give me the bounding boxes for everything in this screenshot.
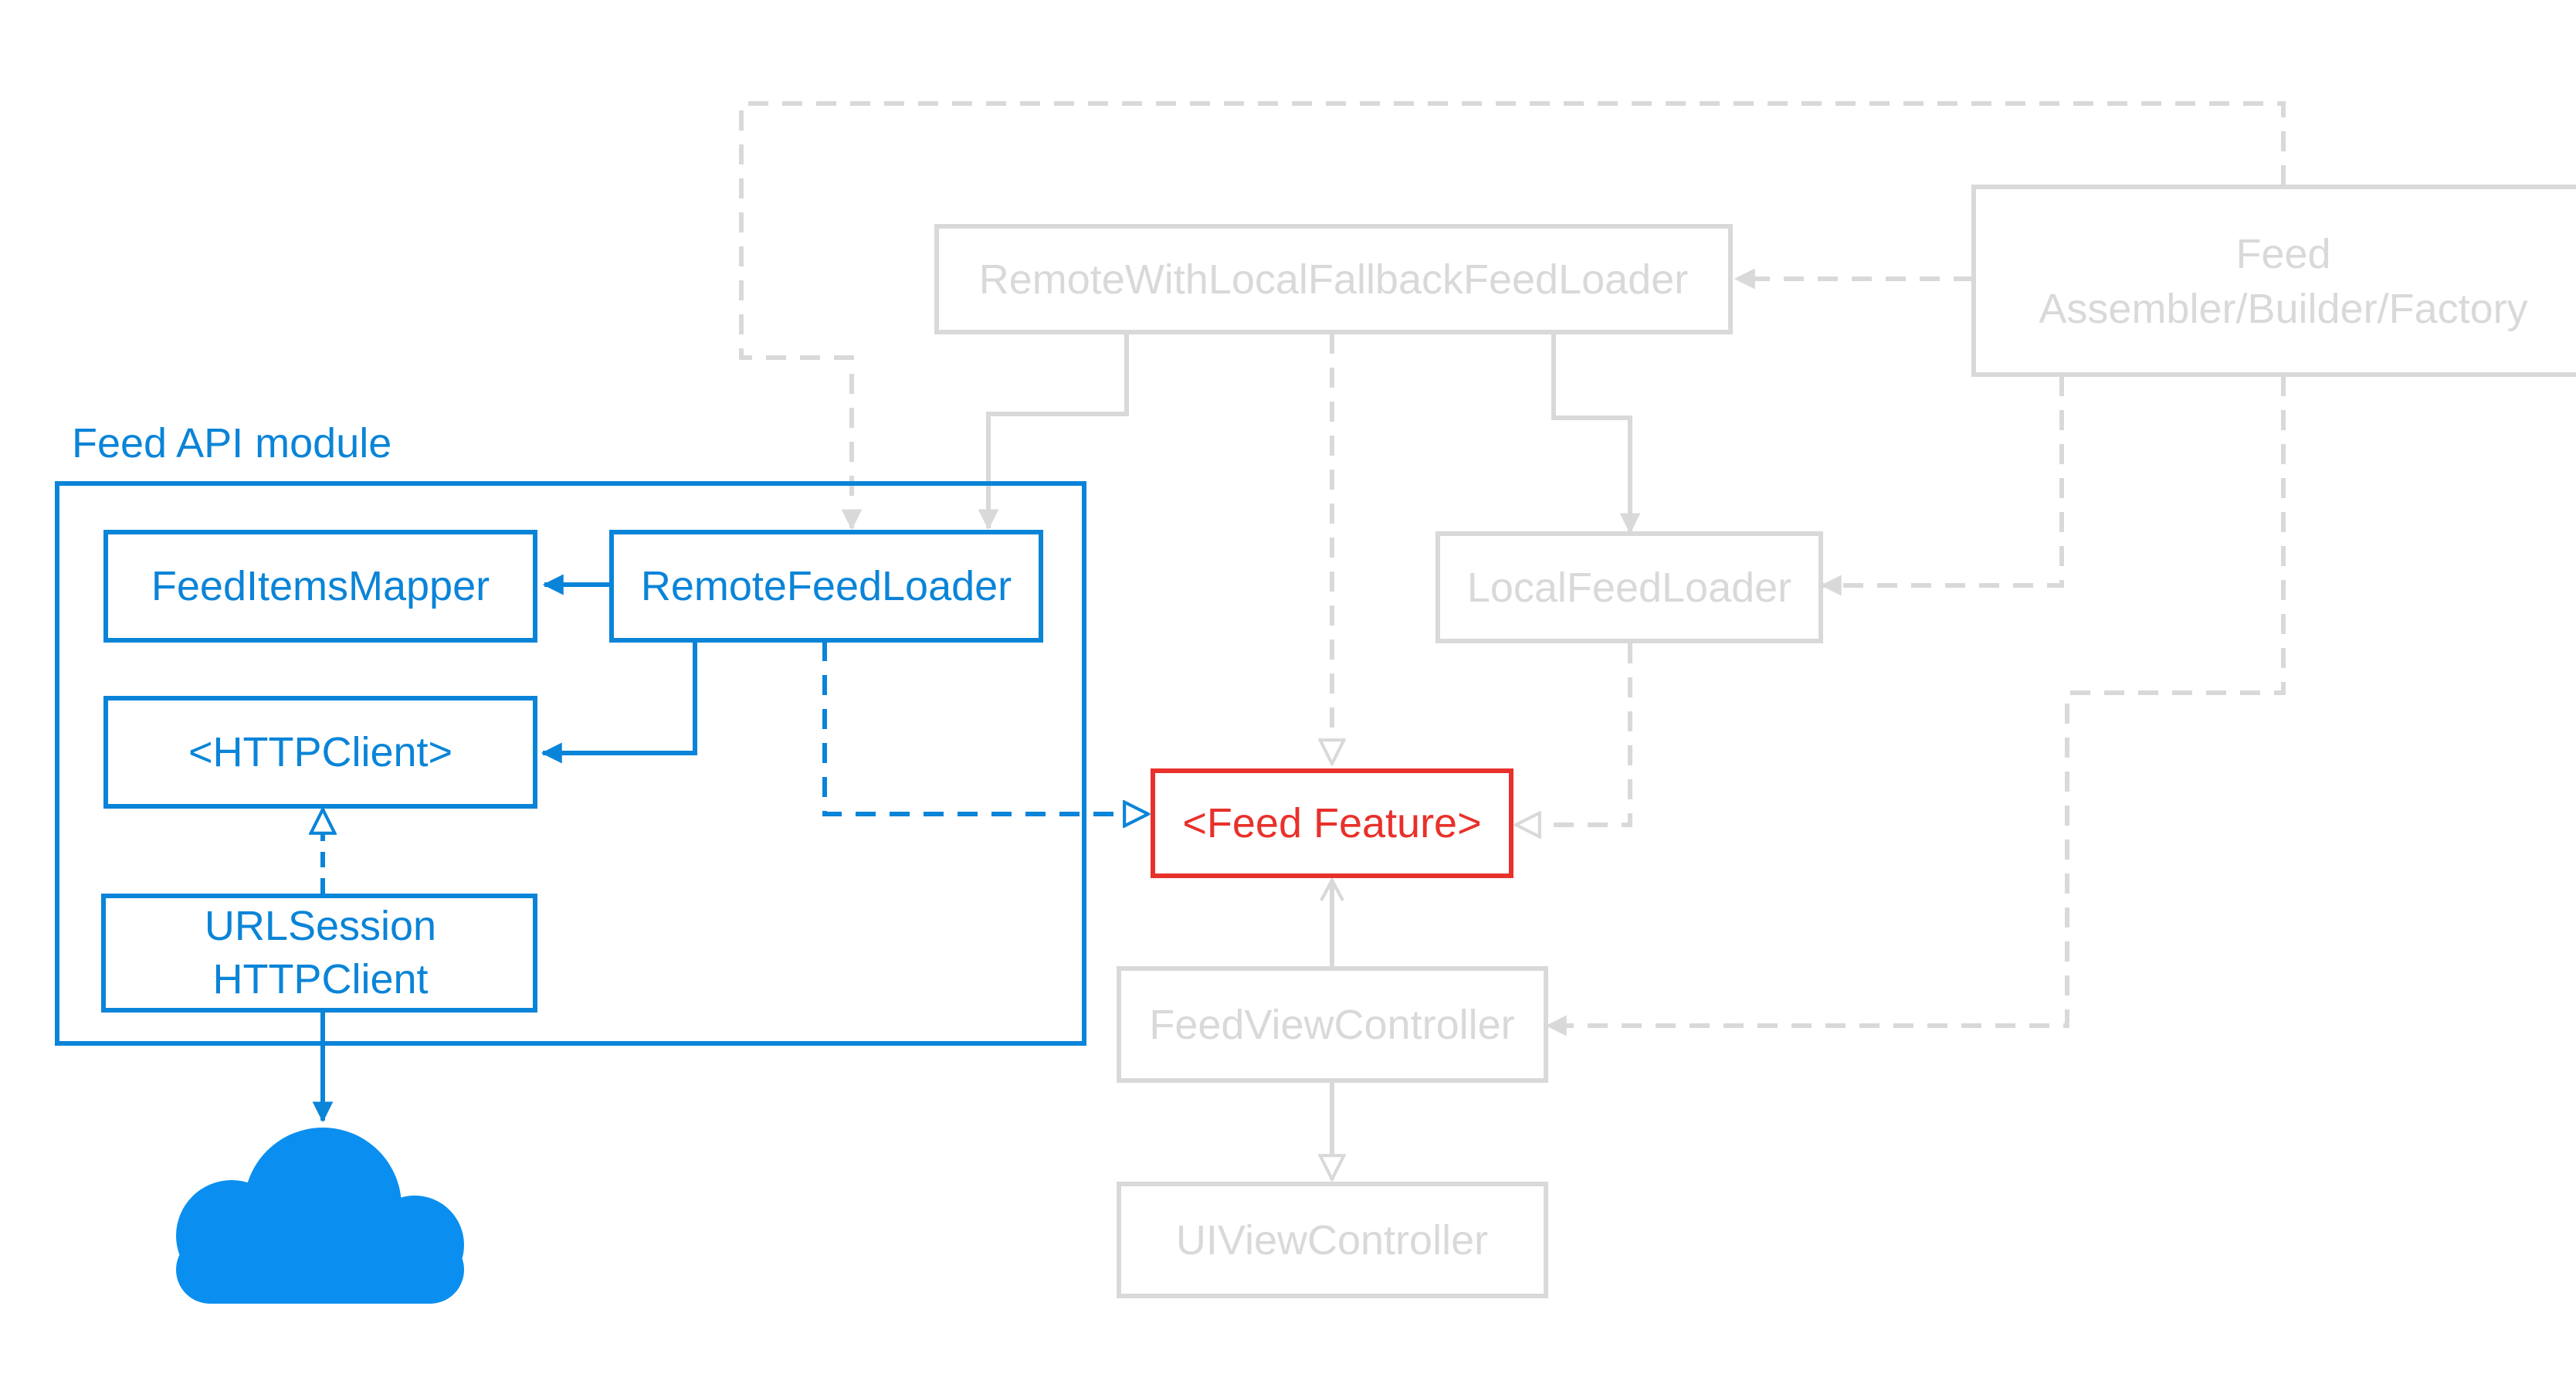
feed-factory-label-line2: Assembler/Builder/Factory <box>2039 286 2527 332</box>
connector-factory-to-local-loader <box>1820 376 2064 596</box>
feed-view-controller-label: FeedViewController <box>1149 1002 1514 1048</box>
connector-fallback-to-remote-loader <box>978 334 1129 531</box>
feed-factory-node: Feed Assembler/Builder/Factory <box>1971 185 2576 377</box>
connector-factory-to-view-controller <box>1545 376 2286 1036</box>
connector-fallback-to-local-loader <box>1551 334 1641 534</box>
feed-items-mapper-label: FeedItemsMapper <box>151 563 490 609</box>
faded-connectors <box>739 101 2286 1179</box>
urlsession-httpclient-node: URLSession HTTPClient <box>101 894 537 1013</box>
httpclient-protocol-node: <HTTPClient> <box>103 696 537 809</box>
local-feed-loader-node: LocalFeedLoader <box>1435 531 1823 643</box>
cloud-icon <box>176 1128 464 1304</box>
feed-feature-label: <Feed Feature> <box>1182 800 1481 846</box>
uiviewcontroller-label: UIViewController <box>1176 1217 1488 1264</box>
feed-items-mapper-node: FeedItemsMapper <box>103 530 537 643</box>
feed-feature-node: <Feed Feature> <box>1151 768 1513 878</box>
urlsession-httpclient-label-line1: URLSession <box>205 903 436 949</box>
uiviewcontroller-node: UIViewController <box>1117 1182 1548 1298</box>
feed-factory-label-line1: Feed <box>2235 231 2330 277</box>
module-connectors <box>323 574 1148 1123</box>
urlsession-httpclient-label-line2: HTTPClient <box>212 956 428 1002</box>
feed-view-controller-node: FeedViewController <box>1117 966 1548 1083</box>
feed-api-module-boundary <box>55 481 1086 1046</box>
local-feed-loader-label: LocalFeedLoader <box>1467 565 1791 611</box>
fallback-loader-node: RemoteWithLocalFallbackFeedLoader <box>934 224 1733 334</box>
remote-feed-loader-node: RemoteFeedLoader <box>609 530 1043 643</box>
remote-feed-loader-label: RemoteFeedLoader <box>641 563 1012 609</box>
httpclient-protocol-label: <HTTPClient> <box>188 729 452 775</box>
fallback-loader-label: RemoteWithLocalFallbackFeedLoader <box>979 256 1688 303</box>
connector-factory-to-remote-loader <box>739 101 2286 531</box>
module-title: Feed API module <box>72 420 391 466</box>
connector-remote-loader-to-feature <box>822 641 1148 814</box>
connector-local-loader-to-feature <box>1516 643 1632 825</box>
connector-remote-loader-to-httpclient <box>541 641 697 764</box>
